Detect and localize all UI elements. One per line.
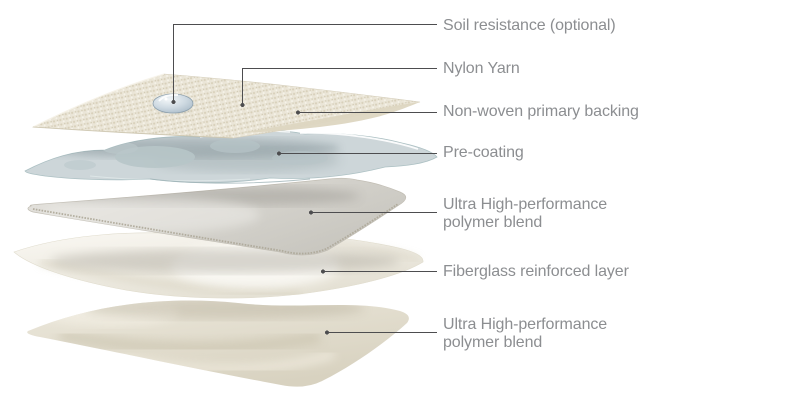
leader-non-woven-primary-backing <box>296 110 437 115</box>
leader-polymer-blend-upper <box>309 210 437 215</box>
leader-fiberglass <box>321 269 437 274</box>
leader-dot <box>325 330 329 335</box>
label-soil-resistance: Soil resistance (optional) <box>443 17 616 34</box>
leader-dot <box>277 151 281 156</box>
leader-pre-coating <box>277 151 437 156</box>
label-polymer-blend-lower: Ultra High-performance polymer blend <box>443 316 608 351</box>
leader-lines <box>171 24 437 335</box>
label-nylon-yarn: Nylon Yarn <box>443 60 520 77</box>
leader-dot <box>296 110 300 115</box>
leader-polymer-blend-lower <box>325 330 437 335</box>
leader-dot <box>171 100 176 104</box>
label-fiberglass-reinforced-layer: Fiberglass reinforced layer <box>443 263 629 280</box>
leader-nylon-yarn <box>240 68 437 107</box>
leader-dot <box>309 210 313 215</box>
leader-dot <box>321 269 325 274</box>
leader-soil-resistance <box>171 24 437 104</box>
label-pre-coating: Pre-coating <box>443 144 524 161</box>
label-polymer-blend-upper: Ultra High-performance polymer blend <box>443 196 608 231</box>
leader-dot <box>240 103 245 107</box>
label-non-woven-primary-backing: Non-woven primary backing <box>443 103 639 120</box>
layer-polymer-blend-upper <box>27 177 407 273</box>
layer-polymer-blend-lower <box>27 300 409 387</box>
layer-carpet-face <box>31 73 421 139</box>
